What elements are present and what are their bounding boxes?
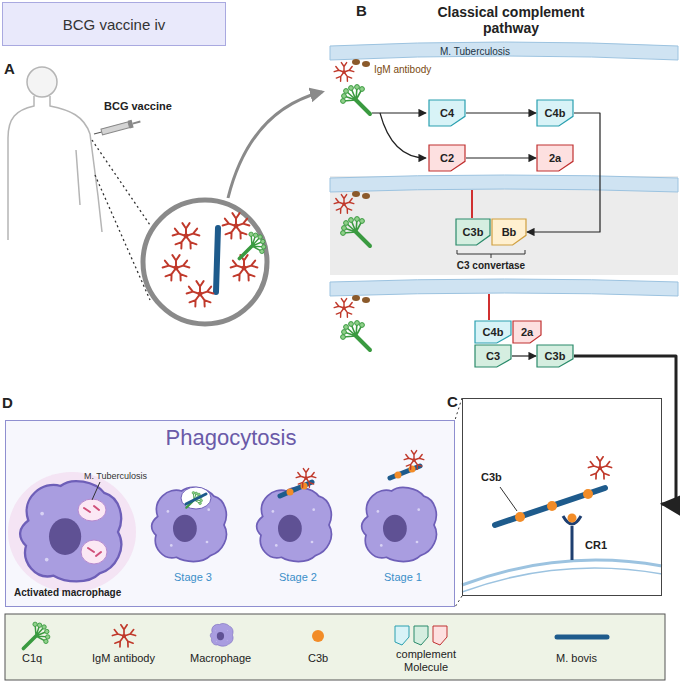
convertase-label: C3 convertase [449, 260, 533, 271]
molecule-outline [492, 219, 526, 245]
complement-molecule: 2a [536, 144, 574, 172]
molecule-outline [475, 321, 511, 343]
complement-molecule: Bb [491, 218, 527, 246]
panel-box: DPhagocytosisM. TuberculosisStage 3Stage… [5, 420, 455, 607]
connector-arrow [466, 157, 536, 158]
complement-molecule: 2a [512, 320, 542, 344]
title-box: BCG vaccine iv [2, 2, 226, 46]
complement-molecule: C3b [536, 344, 574, 368]
connector-arrow [574, 356, 676, 505]
complement-molecule: C2 [428, 144, 466, 172]
molecule-outline [537, 100, 573, 126]
node-label: C4 [428, 99, 466, 127]
stage-label: Stage 2 [279, 571, 317, 583]
panel-heading: Classical complement pathway [436, 4, 586, 36]
connector-arrow [466, 112, 536, 113]
legend-text: C1q [22, 652, 42, 664]
node-label: 2a [536, 144, 574, 172]
molecule-outline [429, 145, 465, 171]
panel-heading: Phagocytosis [146, 425, 316, 451]
panel-letter: C [447, 393, 458, 410]
panel-letter: B [356, 2, 367, 19]
connector-arrow [512, 355, 536, 356]
complement-molecule: C4 [428, 99, 466, 127]
molecule-outline [475, 345, 511, 367]
panel-letter: A [4, 60, 15, 77]
stage-label: Stage 1 [384, 571, 422, 583]
legend-text: M. bovis [556, 652, 597, 664]
legend-swatch [312, 630, 324, 642]
molecule-outline [537, 345, 573, 367]
legend-text: complement Molecule [386, 648, 466, 674]
bacteria-label: M. Tuberculosis [84, 471, 147, 481]
molecule-outline [513, 321, 541, 343]
node-label: C4b [536, 99, 574, 127]
membrane-label: M. Tuberculosis [440, 46, 510, 57]
node-label: C3 [474, 344, 512, 368]
node-label: Bb [491, 218, 527, 246]
molecule-outline [456, 219, 490, 245]
panel-letter: D [2, 394, 13, 411]
receptor-label: CR1 [585, 539, 607, 551]
molecule-outline [429, 100, 465, 126]
convertase-group: C3 convertaseC3bBb [455, 216, 527, 248]
legend-swatch-box [310, 628, 326, 644]
complement-molecule: C3 [474, 344, 512, 368]
node-label: C2 [428, 144, 466, 172]
legend-text: C3b [308, 652, 328, 664]
connector-arrow [527, 113, 600, 232]
molecule-outline [537, 145, 573, 171]
panel-box: CC3bCR1 [462, 398, 662, 596]
node-label: C4b [474, 320, 512, 344]
node-label: 2a [512, 320, 542, 344]
legend-text: IgM antibody [92, 652, 155, 664]
stage-label: Stage 3 [174, 571, 212, 583]
vaccine-label: BCG vaccine [104, 100, 172, 112]
legend-text: Macrophage [190, 652, 251, 664]
complement-molecule: C4b [536, 99, 574, 127]
cell-label: Activated macrophage [14, 587, 121, 598]
molecule-label: C3b [481, 471, 502, 483]
node-label: C3b [536, 344, 574, 368]
node-label: C3b [455, 218, 491, 246]
complement-molecule: C3b [455, 218, 491, 246]
antibody-label: IgM antibody [374, 64, 431, 75]
complement-molecule: C4b [474, 320, 512, 344]
